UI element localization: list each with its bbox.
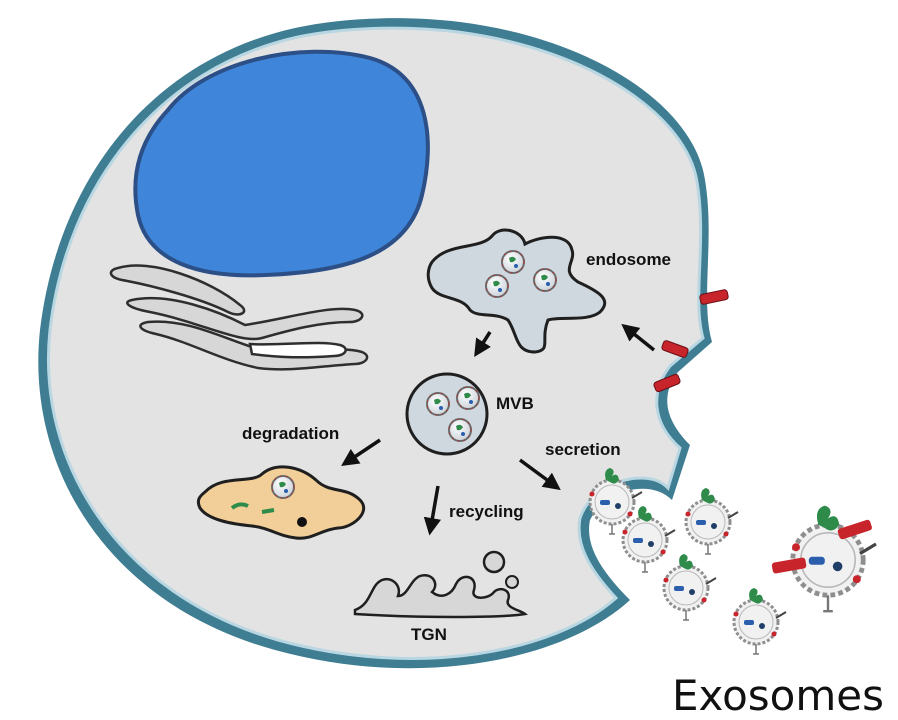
vesicle-icon: [732, 586, 788, 656]
vesicle-icon: [426, 392, 450, 416]
vesicle-icon: [533, 268, 557, 292]
vesicle-icon: [501, 250, 525, 274]
vesicle-icon: [485, 274, 509, 298]
vesicle-icon: [456, 386, 480, 410]
released-exosomes: [588, 466, 877, 656]
nucleus: [133, 49, 430, 278]
mvb-label: MVB: [496, 394, 534, 413]
endosome-label: endosome: [586, 250, 671, 269]
exosomes-title: Exosomes: [672, 671, 884, 720]
endosome: [426, 228, 607, 354]
multivesicular-body: [405, 372, 489, 456]
golgi-apparatus: [109, 264, 369, 371]
vesicle-icon: [662, 552, 718, 622]
recycling-label: recycling: [449, 502, 524, 521]
vesicle-icon: [271, 475, 295, 499]
tgn-label: TGN: [411, 625, 447, 644]
arrow-icon: [341, 323, 656, 536]
vesicle-icon: [448, 418, 472, 442]
trans-golgi-network: [353, 550, 528, 619]
secretion-label: secretion: [545, 440, 621, 459]
receptor-icon: [653, 289, 729, 393]
degradation-label: degradation: [242, 424, 339, 443]
vesicle-icon: [684, 486, 740, 556]
lysosome: [196, 465, 366, 540]
